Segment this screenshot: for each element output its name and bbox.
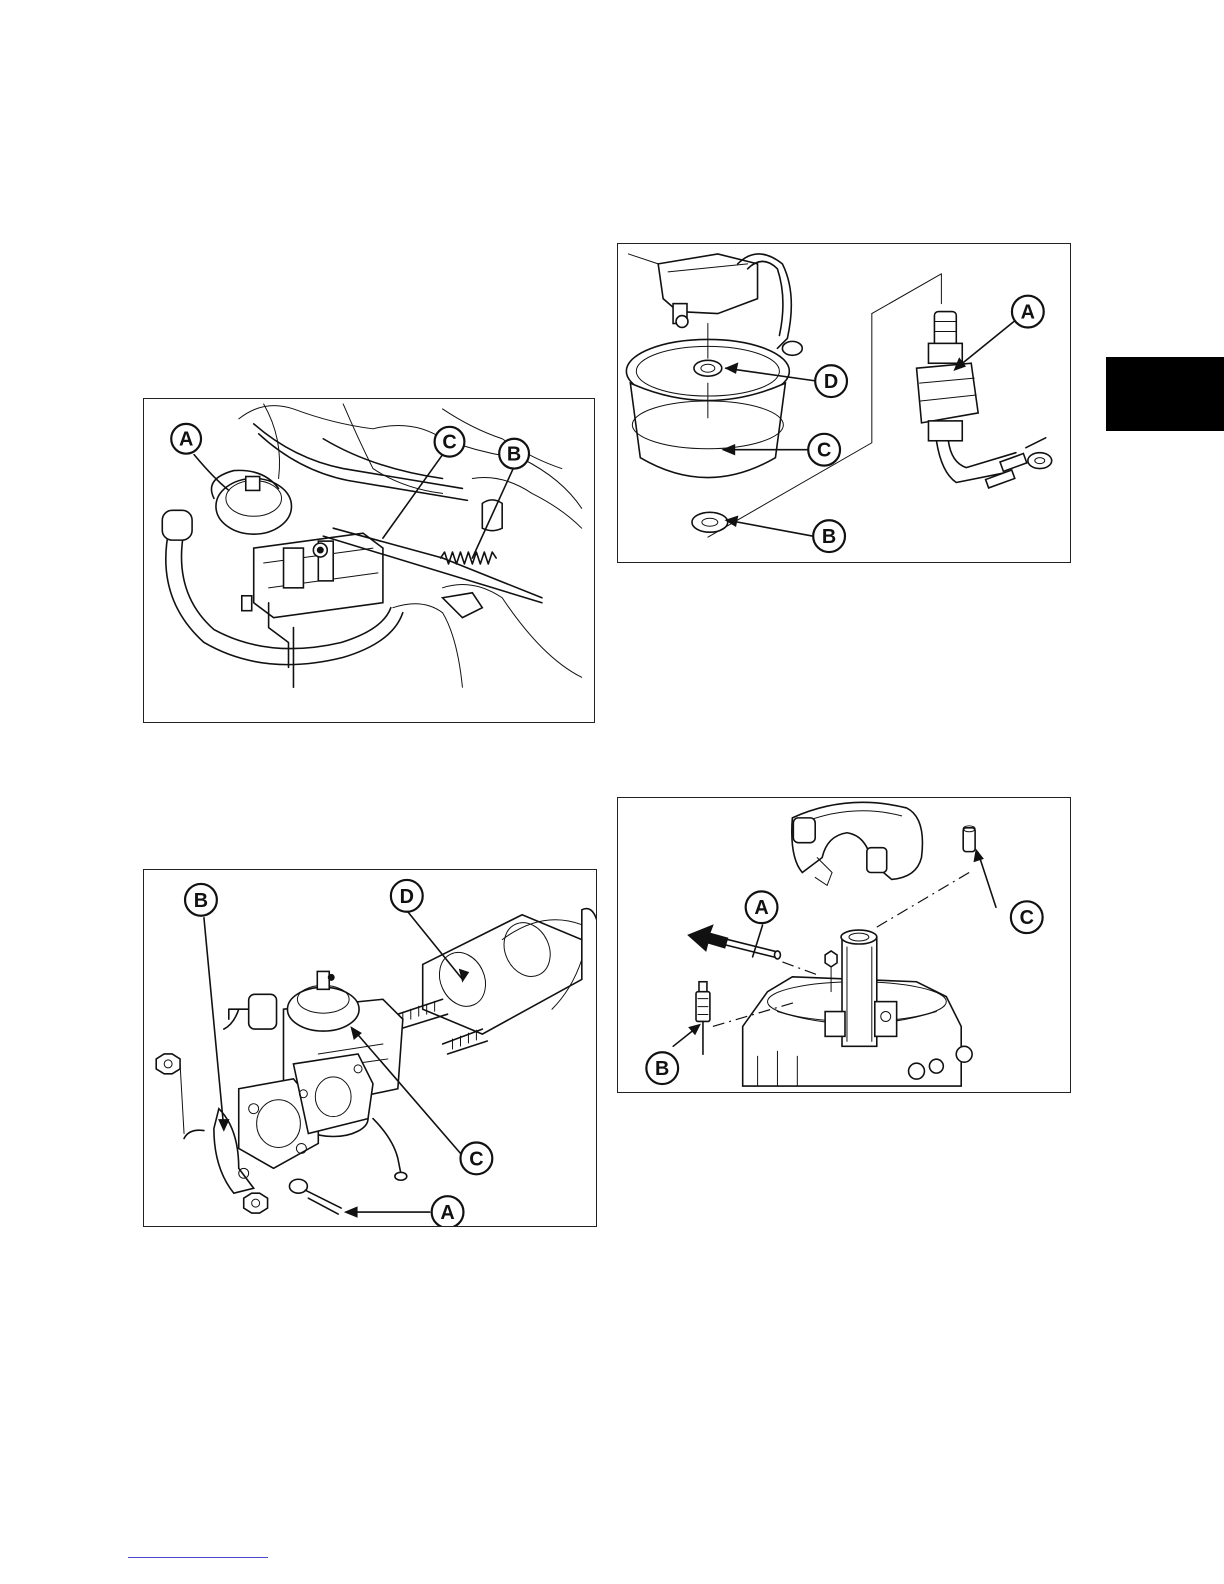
- callout-c: C: [1011, 901, 1043, 933]
- svg-text:B: B: [194, 890, 208, 912]
- figure-fuel-bowl-solenoid: A D C B: [617, 243, 1071, 563]
- section-tab: [1106, 357, 1224, 431]
- callout-b: B: [813, 520, 845, 552]
- svg-text:B: B: [822, 526, 836, 548]
- carburetor-linkage-illustration: A C B: [144, 399, 594, 722]
- callout-a: A: [746, 891, 778, 923]
- svg-text:A: A: [754, 897, 768, 919]
- callout-b: B: [646, 1052, 678, 1084]
- svg-text:C: C: [469, 1148, 483, 1170]
- figure-carburetor-linkage: A C B: [143, 398, 595, 723]
- footer-rule: [128, 1557, 268, 1558]
- svg-text:A: A: [1021, 302, 1035, 324]
- callout-a: A: [1012, 296, 1044, 328]
- svg-text:B: B: [655, 1058, 669, 1080]
- callout-a: A: [171, 424, 201, 454]
- callout-a: A: [432, 1196, 464, 1226]
- carburetor-removal-illustration: D B C A: [144, 870, 596, 1226]
- figure-float-needle: A C B: [617, 797, 1071, 1093]
- svg-text:C: C: [442, 432, 456, 454]
- svg-text:A: A: [440, 1202, 454, 1224]
- callout-c: C: [435, 427, 465, 457]
- callout-b: B: [499, 439, 529, 469]
- svg-text:D: D: [824, 371, 838, 393]
- fuel-bowl-solenoid-illustration: A D C B: [618, 244, 1070, 562]
- callout-c: C: [808, 434, 840, 466]
- callout-d: D: [815, 365, 847, 397]
- svg-text:C: C: [1020, 907, 1034, 929]
- svg-text:B: B: [507, 444, 521, 466]
- figure-carburetor-removal: D B C A: [143, 869, 597, 1227]
- callout-b: B: [185, 884, 217, 916]
- svg-text:A: A: [179, 429, 193, 451]
- callout-c: C: [460, 1142, 492, 1174]
- svg-text:D: D: [400, 886, 414, 908]
- svg-text:C: C: [817, 440, 831, 462]
- callout-d: D: [391, 880, 423, 912]
- float-needle-illustration: A C B: [618, 798, 1070, 1092]
